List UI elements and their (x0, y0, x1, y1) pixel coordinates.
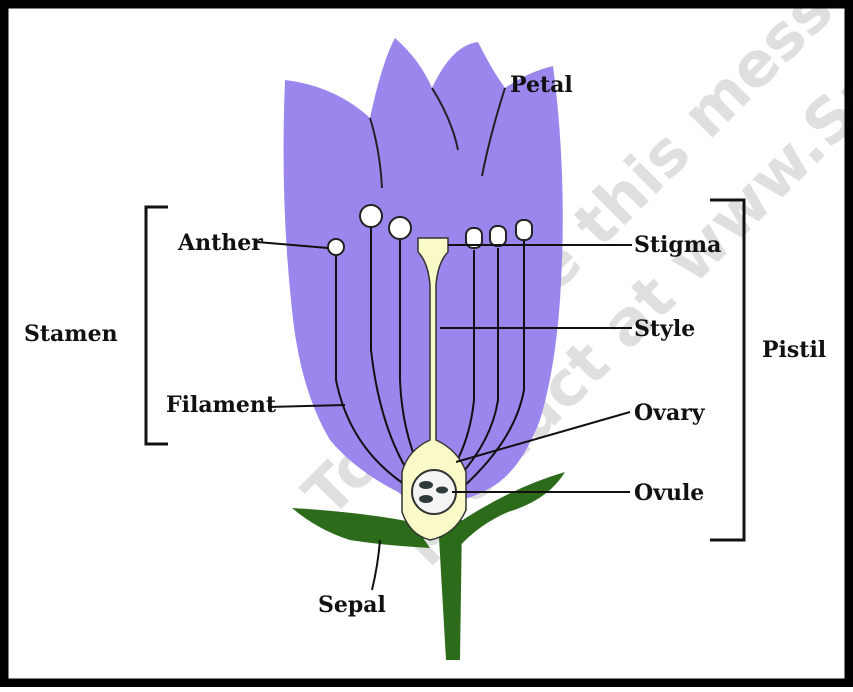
label-anther: Anther (177, 230, 263, 256)
ovary-chamber (412, 470, 456, 514)
ovule-3 (436, 487, 448, 494)
anther-1 (328, 239, 344, 255)
label-sepal: Sepal (318, 592, 386, 618)
anther-5 (490, 226, 506, 246)
anther-3 (389, 217, 411, 239)
label-ovule: Ovule (634, 480, 704, 506)
label-ovary: Ovary (634, 400, 706, 426)
label-filament: Filament (166, 392, 277, 418)
ovule-2 (419, 495, 433, 503)
label-pistil: Pistil (762, 337, 826, 363)
label-stigma: Stigma (634, 232, 721, 258)
label-petal: Petal (510, 72, 573, 98)
label-style: Style (634, 316, 695, 342)
anther-2 (360, 205, 382, 227)
ovule-1 (419, 481, 433, 489)
label-stamen: Stamen (24, 321, 118, 347)
anther-6 (516, 220, 532, 240)
